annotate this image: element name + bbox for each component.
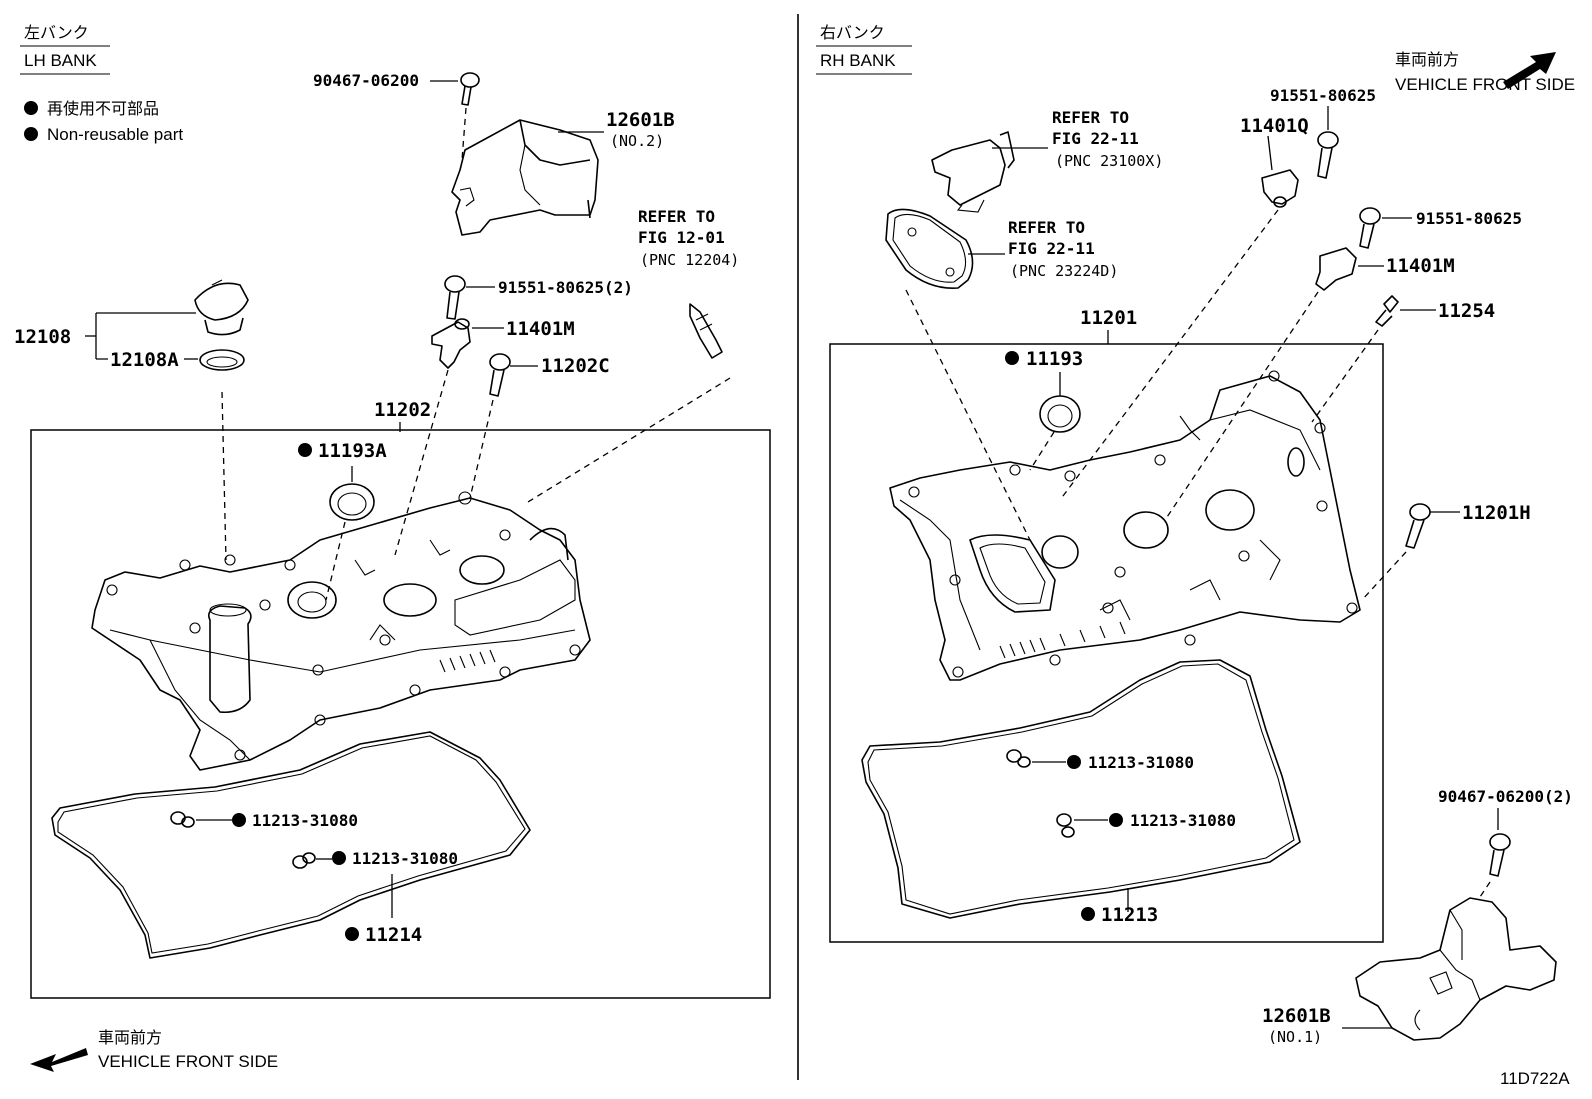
svg-text:REFER TO: REFER TO	[1052, 108, 1129, 127]
svg-text:(PNC 12204): (PNC 12204)	[640, 251, 739, 269]
lh-sensor-11401m: 11401M	[394, 318, 575, 556]
lh-valve-cover-label: 11202	[374, 399, 431, 432]
rh-stud-11201h: 11201H	[1361, 502, 1531, 601]
rh-assembly-box	[829, 343, 1384, 943]
svg-text:車両前方: 車両前方	[98, 1028, 162, 1047]
lh-gasket-11214: 11214	[51, 731, 531, 959]
rh-plug-gasket-2: 11213-31080	[1056, 811, 1236, 838]
svg-text:90467-06200: 90467-06200	[313, 71, 419, 90]
lh-bolt-91551: 91551-80625(2)	[444, 275, 633, 320]
svg-text:11214: 11214	[365, 924, 422, 946]
figure-id: 11D722A	[1500, 1069, 1570, 1088]
svg-text:11202C: 11202C	[541, 355, 610, 377]
svg-text:車両前方: 車両前方	[1395, 50, 1459, 69]
legend: 再使用不可部品 Non-reusable part	[24, 99, 183, 144]
svg-text:11202: 11202	[374, 399, 431, 421]
svg-text:11213-31080: 11213-31080	[352, 849, 458, 868]
lh-bank-jp: 左バンク	[24, 23, 89, 42]
svg-text:11193: 11193	[1026, 348, 1083, 370]
rh-bolt-91551-a: 91551-80625	[1270, 86, 1376, 179]
svg-text:REFER TO: REFER TO	[1008, 218, 1085, 237]
lh-stud-11202c: 11202C	[469, 353, 610, 499]
lh-bank-en: LH BANK	[24, 51, 97, 70]
svg-text:91551-80625: 91551-80625	[1270, 86, 1376, 105]
vehicle-front-top: 車両前方 VEHICLE FRONT SIDE	[1395, 50, 1575, 94]
lh-seal-11193a: 11193A	[298, 440, 387, 601]
svg-text:12108A: 12108A	[110, 349, 179, 371]
lh-plug-gasket-2: 11213-31080	[292, 849, 458, 869]
lh-bolt-90467: 90467-06200	[313, 71, 480, 161]
lh-oil-cap-12108: 12108 12108A	[14, 279, 249, 561]
front-arrow-icon	[1503, 52, 1556, 89]
rh-refer-23224d: REFER TO FIG 22-11 (PNC 23224D)	[885, 208, 1118, 541]
lh-assembly-box	[30, 429, 771, 999]
svg-text:11401Q: 11401Q	[1240, 115, 1309, 137]
svg-text:12601B: 12601B	[1262, 1005, 1331, 1027]
rh-gasket-11213: 11213	[861, 659, 1301, 926]
non-reusable-dot-icon	[332, 851, 346, 865]
svg-text:11213-31080: 11213-31080	[1088, 753, 1194, 772]
svg-text:(NO.1): (NO.1)	[1268, 1028, 1322, 1046]
non-reusable-dot-icon	[1109, 813, 1123, 827]
legend-en: Non-reusable part	[47, 125, 183, 144]
rh-engine-cover-no1: 12601B (NO.1)	[1262, 897, 1557, 1046]
rh-sensor-11401q: 11401Q	[1059, 115, 1309, 501]
svg-text:REFER TO: REFER TO	[638, 207, 715, 226]
svg-text:FIG 22-11: FIG 22-11	[1008, 239, 1095, 258]
svg-text:11401M: 11401M	[506, 318, 575, 340]
svg-text:11213-31080: 11213-31080	[1130, 811, 1236, 830]
non-reusable-dot-icon	[24, 101, 38, 115]
rh-vent-11254: 11254	[1311, 295, 1495, 423]
svg-text:VEHICLE FRONT SIDE: VEHICLE FRONT SIDE	[1395, 75, 1575, 94]
svg-text:11254: 11254	[1438, 300, 1495, 322]
lh-plug-gasket-1: 11213-31080	[170, 811, 358, 830]
non-reusable-dot-icon	[24, 127, 38, 141]
vehicle-front-bottom: 車両前方 VEHICLE FRONT SIDE	[30, 1028, 278, 1072]
rh-plug-gasket-1: 11213-31080	[1006, 749, 1194, 772]
svg-text:(PNC 23224D): (PNC 23224D)	[1010, 262, 1118, 280]
svg-text:11201: 11201	[1080, 307, 1137, 329]
svg-text:12108: 12108	[14, 326, 71, 348]
svg-text:(NO.2): (NO.2)	[610, 132, 664, 150]
rh-bank-jp: 右バンク	[820, 23, 885, 42]
rh-bank-header: 右バンク RH BANK	[816, 23, 912, 75]
svg-text:VEHICLE FRONT SIDE: VEHICLE FRONT SIDE	[98, 1052, 278, 1071]
rh-bolt-91551-b: 91551-80625	[1359, 207, 1522, 249]
svg-text:11213: 11213	[1101, 904, 1158, 926]
rh-bank-en: RH BANK	[820, 51, 896, 70]
svg-text:11401M: 11401M	[1386, 255, 1455, 277]
rh-valve-cover-label: 11201	[1080, 307, 1137, 344]
non-reusable-dot-icon	[298, 443, 312, 457]
svg-text:11193A: 11193A	[318, 440, 387, 462]
lh-engine-cover-no2: 12601B (NO.2)	[451, 109, 675, 236]
non-reusable-dot-icon	[1005, 351, 1019, 365]
svg-text:90467-06200(2): 90467-06200(2)	[1438, 787, 1573, 806]
non-reusable-dot-icon	[1081, 907, 1095, 921]
svg-text:11201H: 11201H	[1462, 502, 1531, 524]
rh-valve-cover	[889, 370, 1361, 681]
svg-text:11213-31080: 11213-31080	[252, 811, 358, 830]
svg-text:FIG 12-01: FIG 12-01	[638, 228, 725, 247]
non-reusable-dot-icon	[232, 813, 246, 827]
non-reusable-dot-icon	[345, 927, 359, 941]
svg-text:91551-80625: 91551-80625	[1416, 209, 1522, 228]
lh-bank-header: 左バンク LH BANK	[20, 23, 110, 75]
svg-text:FIG 22-11: FIG 22-11	[1052, 129, 1139, 148]
legend-jp: 再使用不可部品	[47, 99, 159, 118]
rh-refer-23100x: REFER TO FIG 22-11 (PNC 23100X)	[931, 108, 1163, 213]
svg-text:12601B: 12601B	[606, 109, 675, 131]
rh-seal-11193: 11193	[1005, 348, 1083, 471]
non-reusable-dot-icon	[1067, 755, 1081, 769]
front-arrow-icon	[30, 1048, 88, 1072]
rh-bolt-90467: 90467-06200(2)	[1438, 787, 1573, 901]
lh-valve-cover	[91, 491, 591, 771]
svg-text:91551-80625(2): 91551-80625(2)	[498, 278, 633, 297]
svg-text:(PNC 23100X): (PNC 23100X)	[1055, 152, 1163, 170]
rh-sensor-11401m: 11401M	[1164, 247, 1455, 521]
lh-refer-12-01: REFER TO FIG 12-01 (PNC 12204)	[527, 207, 739, 503]
